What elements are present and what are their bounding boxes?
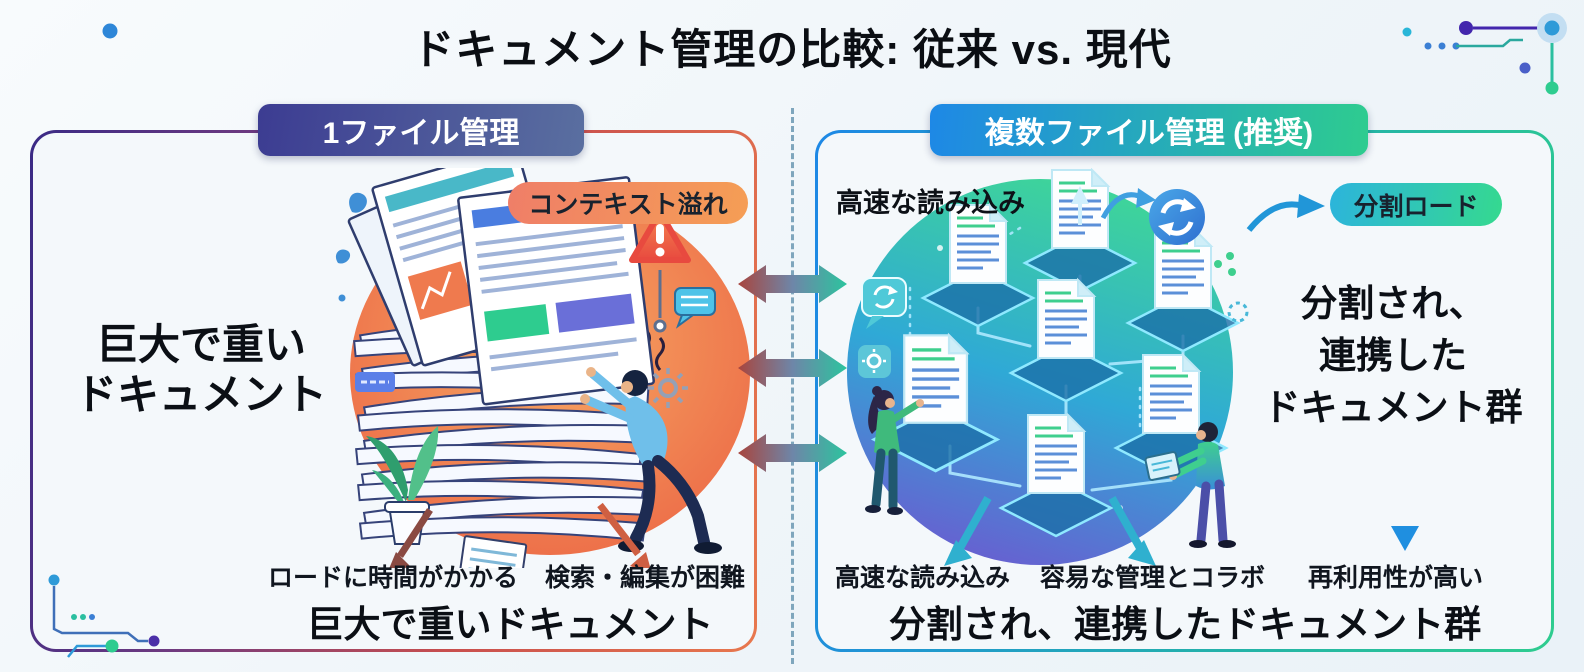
sync-bubble-icon xyxy=(861,277,907,329)
left-caption: 巨大で重いドキュメント xyxy=(306,604,714,645)
speech-bubble-icon xyxy=(674,287,716,329)
connector-dot xyxy=(653,319,667,333)
tablet-icon xyxy=(1144,451,1181,481)
context-overflow-badge: コンテキスト溢れ xyxy=(508,182,748,224)
split-load-badge: 分割ロード xyxy=(1330,183,1502,226)
multi-file-badge: 複数ファイル管理 (推奨) xyxy=(930,104,1368,156)
heavy-document-illustration xyxy=(335,168,750,568)
right-headline-line3: ドキュメント群 xyxy=(1263,387,1523,428)
drawback-arrow-icon xyxy=(389,502,651,568)
benefit-easy-manage: 容易な管理とコラボ xyxy=(1040,564,1266,592)
linked-documents-illustration xyxy=(847,168,1249,566)
right-headline-line1: 分割され、 xyxy=(1300,283,1486,324)
falling-sheet-icon xyxy=(458,535,528,568)
benefit-reusability: 再利用性が高い xyxy=(1308,564,1484,592)
circuit-decoration-bottom-left-icon xyxy=(48,574,160,658)
down-arrow-icon xyxy=(1391,452,1419,551)
gear-icon xyxy=(648,368,688,408)
single-file-badge: 1ファイル管理 xyxy=(258,104,584,156)
person-tablet-icon xyxy=(1144,422,1236,548)
gear-tile-icon xyxy=(858,345,891,378)
right-caption: 分割され、連携したドキュメント群 xyxy=(888,604,1482,645)
sync-arrows-icon xyxy=(1149,189,1205,245)
dot-decoration-icon xyxy=(102,23,118,39)
drawback-slow-load: ロードに時間がかかる xyxy=(268,564,519,592)
center-divider xyxy=(791,108,794,664)
exchange-arrows-icon xyxy=(738,265,847,472)
circuit-decoration-top-right-icon xyxy=(1402,13,1567,95)
fast-load-label: 高速な読み込み xyxy=(836,188,1025,218)
page-title: ドキュメント管理の比較: 従来 vs. 現代 xyxy=(412,26,1172,73)
warning-triangle-icon xyxy=(629,209,691,263)
left-headline: 巨大で重い ドキュメント xyxy=(40,320,362,420)
right-headline-line2: 連携した xyxy=(1319,335,1467,376)
benefit-fast-load: 高速な読み込み xyxy=(835,564,1011,592)
left-headline-line2: ドキュメント xyxy=(74,371,327,418)
sparkle-decoration-icon xyxy=(937,245,1249,511)
drawback-hard-edit: 検索・編集が困難 xyxy=(545,564,746,592)
plant-icon xyxy=(366,426,439,545)
left-headline-line1: 巨大で重い xyxy=(95,321,306,368)
file-tag-icon xyxy=(355,372,395,392)
benefit-arrow-icon xyxy=(944,496,1156,566)
person-pushing-icon xyxy=(580,367,722,554)
person-woman-icon xyxy=(865,386,924,515)
curved-arrow-icon xyxy=(1246,194,1325,232)
right-headline: 分割され、 連携した ドキュメント群 xyxy=(1243,278,1543,434)
upload-arrow-icon xyxy=(1071,186,1156,225)
